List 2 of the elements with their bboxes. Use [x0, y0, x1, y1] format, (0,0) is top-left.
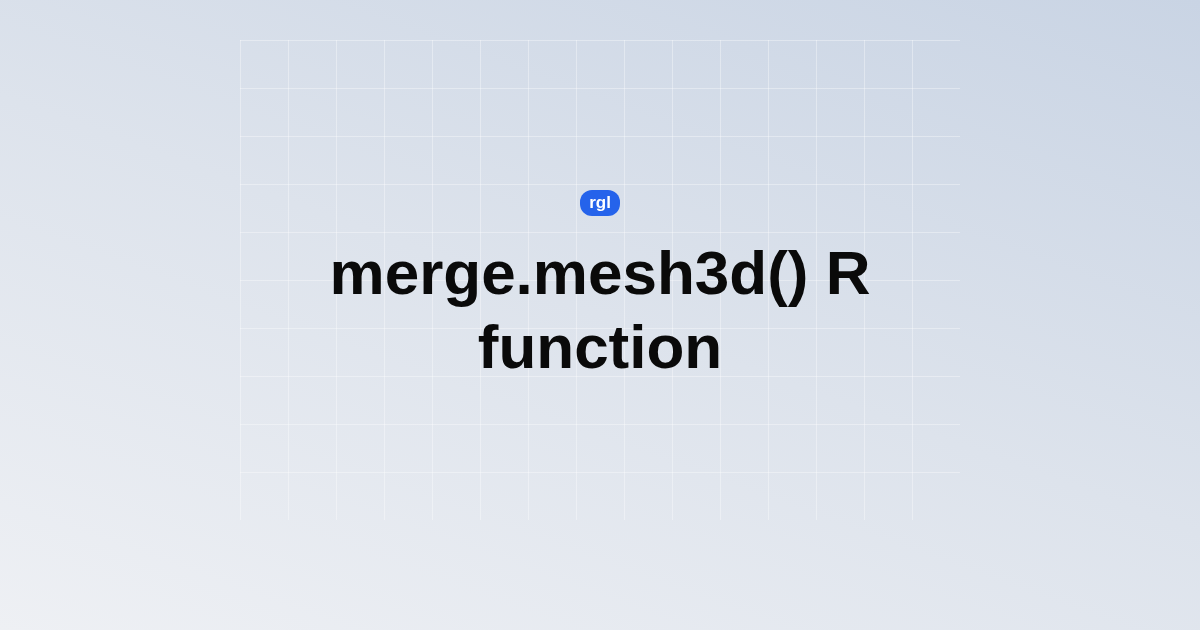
page-title: merge.mesh3d() R function — [328, 237, 872, 383]
tag-badge: rgl — [580, 190, 620, 216]
